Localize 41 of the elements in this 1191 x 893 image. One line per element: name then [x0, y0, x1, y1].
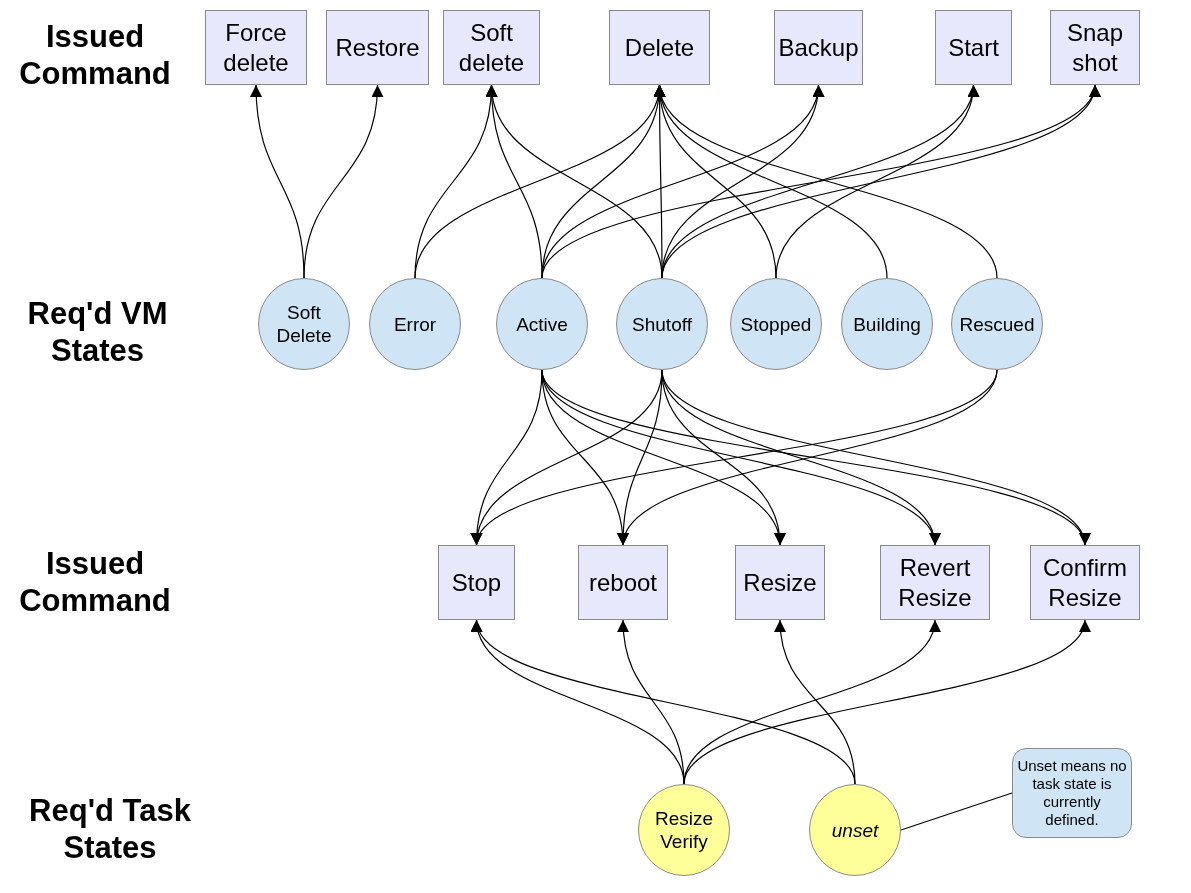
node-label: Soft Delete	[275, 301, 333, 347]
node-label: unset	[831, 818, 879, 842]
node-label: Start	[948, 32, 999, 63]
node-label: Confirm Resize	[1042, 552, 1128, 613]
node-label: Snap shot	[1065, 17, 1125, 78]
callout-bubble	[1012, 748, 1132, 838]
command-box	[1030, 545, 1140, 620]
arrow	[303, 84, 383, 279]
command-box	[774, 10, 863, 85]
command-box	[578, 545, 668, 620]
node-label: Active	[516, 312, 568, 336]
node-label: Stop	[451, 567, 502, 598]
node-label: Building	[853, 312, 921, 336]
node-label: Resize Verify	[653, 807, 715, 853]
node-label: Restore	[335, 32, 420, 63]
node-label: Force delete	[222, 17, 290, 78]
node-label: Soft delete	[457, 17, 526, 78]
command-box	[609, 10, 710, 85]
node-label: Backup	[778, 32, 859, 63]
command-box	[438, 545, 515, 620]
command-box	[443, 10, 540, 85]
node-label: Rescued	[959, 312, 1035, 336]
command-box	[205, 10, 307, 85]
node-label: Stopped	[740, 312, 812, 336]
node-label: Error	[393, 312, 437, 336]
node-label: Unset means no task state is currently defined.	[1017, 757, 1127, 829]
node-label: Shutoff	[632, 312, 692, 336]
command-box	[326, 10, 429, 85]
command-box	[880, 545, 990, 620]
command-box	[1050, 10, 1140, 85]
connector-line	[900, 792, 1013, 831]
node-label: Resize	[743, 567, 817, 598]
row-heading: Req'd Task States	[28, 792, 192, 866]
row-heading: Issued Command	[18, 18, 172, 92]
row-heading: Issued Command	[18, 545, 172, 619]
row-heading: Req'd VM States	[26, 295, 169, 369]
command-box	[935, 10, 1012, 85]
node-label: reboot	[588, 567, 658, 598]
node-label: Delete	[624, 32, 695, 63]
command-box	[735, 545, 825, 620]
node-label: Revert Resize	[897, 552, 973, 613]
